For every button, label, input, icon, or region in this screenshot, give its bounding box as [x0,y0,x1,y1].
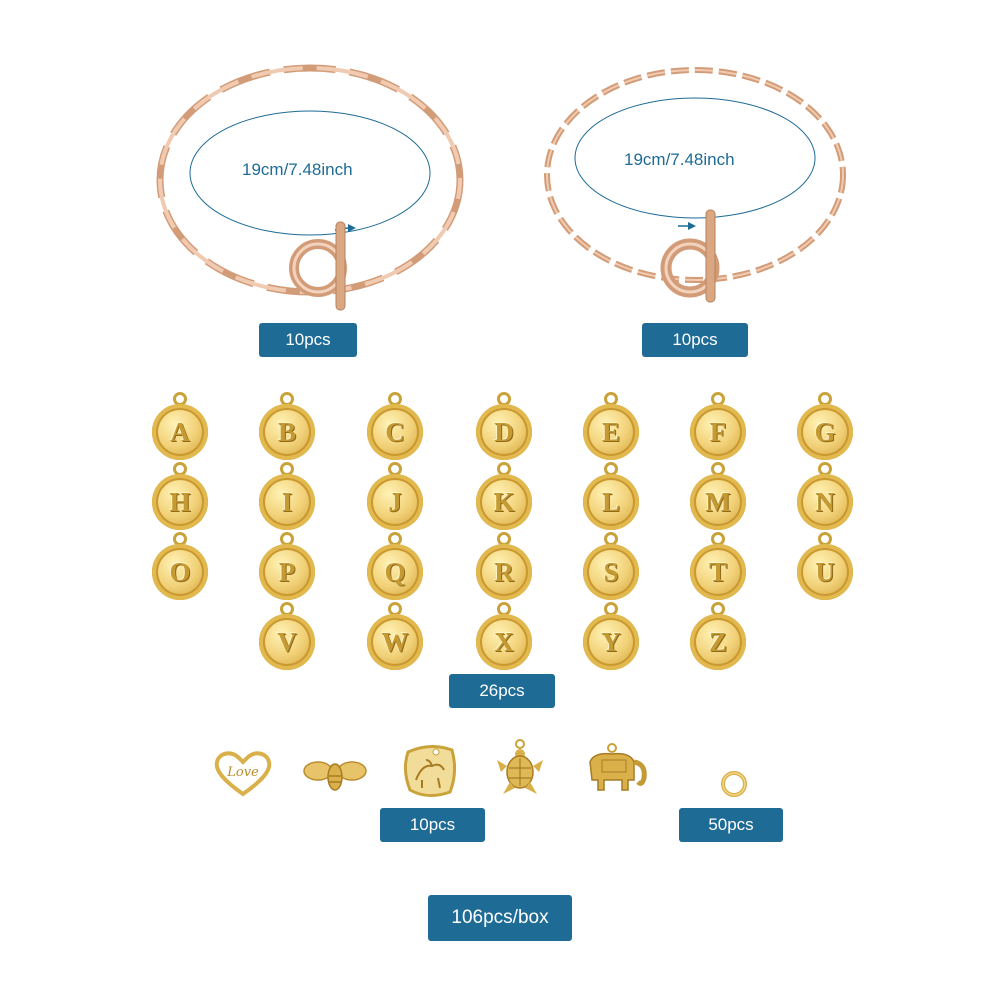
letter-charm: T [690,532,746,602]
bracelet-2-quantity-badge: 10pcs [642,323,748,357]
charm-letter: X [494,627,514,657]
letter-charm: W [367,602,423,672]
heart-love-charm: Love [214,751,272,797]
letter-charm: B [259,392,315,462]
charm-disc [259,614,315,670]
horse-coin-charm [403,745,457,797]
letter-charm: Z [690,602,746,672]
letter-charm: Q [367,532,423,602]
charm-letter: M [705,487,731,517]
charm-letter: C [385,417,405,447]
charm-disc [367,474,423,530]
charm-disc [690,474,746,530]
charm-letter: H [169,487,191,517]
charm-letter: N [815,487,835,517]
letter-charm: S [583,532,639,602]
charm-letter: B [277,417,296,447]
charm-disc [367,544,423,600]
bracelet-1-quantity-badge: 10pcs [259,323,357,357]
charm-disc [583,404,639,460]
charms-quantity-badge: 10pcs [380,808,485,842]
letter-charm: I [259,462,315,532]
letter-charm: A [152,392,208,462]
charm-letter: D [494,417,514,447]
letter-charm: H [152,462,208,532]
letter-charm: O [152,532,208,602]
charm-disc [690,404,746,460]
letter-charm: R [476,532,532,602]
letter-charm: U [797,532,853,602]
letter-charm: F [690,392,746,462]
turtle-charm [497,739,543,794]
letters-quantity-badge: 26pcs [449,674,555,708]
cable-chain-bracelet: 19cm/7.48inch [530,50,860,320]
letter-charm: D [476,392,532,462]
bracelet-2-measurement: 19cm/7.48inch [624,150,735,169]
letter-charm: P [259,532,315,602]
charm-letter: Y [601,627,621,657]
paperclip-chain-graphic [156,64,464,311]
charm-disc [476,474,532,530]
charm-disc [690,544,746,600]
jump-ring [721,771,747,797]
charm-disc [476,544,532,600]
charm-disc [797,544,853,600]
charm-disc [152,474,208,530]
total-quantity-badge: 106pcs/box [428,895,572,941]
letter-charm: V [259,602,315,672]
bracelet-1-measurement: 19cm/7.48inch [242,160,353,179]
charm-disc [367,614,423,670]
charm-letter: E [601,417,620,447]
letter-charm: J [367,462,423,532]
charm-letter: U [815,557,835,587]
charm-letter: J [388,487,402,517]
letter-charm: L [583,462,639,532]
bee-charm [303,761,367,791]
charm-disc [797,404,853,460]
letter-charm: N [797,462,853,532]
cable-chain-graphic [544,67,846,303]
elephant-charm [589,743,647,791]
charm-disc [259,544,315,600]
charm-disc [476,614,532,670]
letter-charm: K [476,462,532,532]
charm-letter: T [708,557,727,587]
letter-charm: X [476,602,532,672]
charm-disc [476,404,532,460]
charm-letter: P [278,557,296,587]
charm-letter: L [601,487,620,517]
letter-charm: Y [583,602,639,672]
charm-disc [152,404,208,460]
charm-disc [583,474,639,530]
letter-charm: C [367,392,423,462]
charm-disc [367,404,423,460]
charm-letter: G [814,417,836,447]
charm-disc [152,544,208,600]
charm-disc [797,474,853,530]
charm-disc [583,614,639,670]
charm-disc [583,544,639,600]
charm-letter: Q [384,557,406,587]
charm-letter: V [277,627,297,657]
charm-disc [259,404,315,460]
paperclip-chain-bracelet: 19cm/7.48inch [140,40,480,320]
letter-charm: G [797,392,853,462]
charm-letter: K [493,487,515,517]
charm-letter: I [281,487,293,517]
charm-disc [259,474,315,530]
charm-letter: W [381,627,409,657]
charm-letter: O [169,557,191,587]
letter-charm: E [583,392,639,462]
heart-love-text: Love [226,765,259,780]
charm-letter: Z [708,627,727,657]
letter-charm: M [690,462,746,532]
charm-letter: A [170,417,190,447]
jump-rings-quantity-badge: 50pcs [679,808,783,842]
charm-letter: R [494,557,514,587]
charm-letter: F [709,417,727,447]
charm-letter: S [603,557,619,587]
charm-disc [690,614,746,670]
